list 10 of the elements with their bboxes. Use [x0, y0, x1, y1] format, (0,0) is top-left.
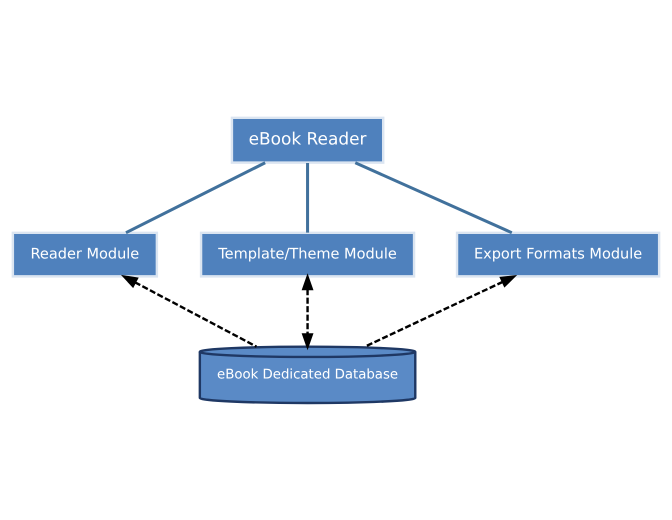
node-box: Reader Module [12, 231, 158, 278]
arrow [302, 272, 314, 350]
arrow [120, 274, 258, 348]
connector [125, 160, 266, 234]
node-box: eBook Reader [230, 116, 384, 164]
connector [354, 160, 512, 234]
node-box: Template/Theme Module [200, 231, 416, 278]
connector [306, 162, 310, 232]
arrow [364, 274, 518, 348]
node-box: Export Formats Module [456, 231, 660, 278]
